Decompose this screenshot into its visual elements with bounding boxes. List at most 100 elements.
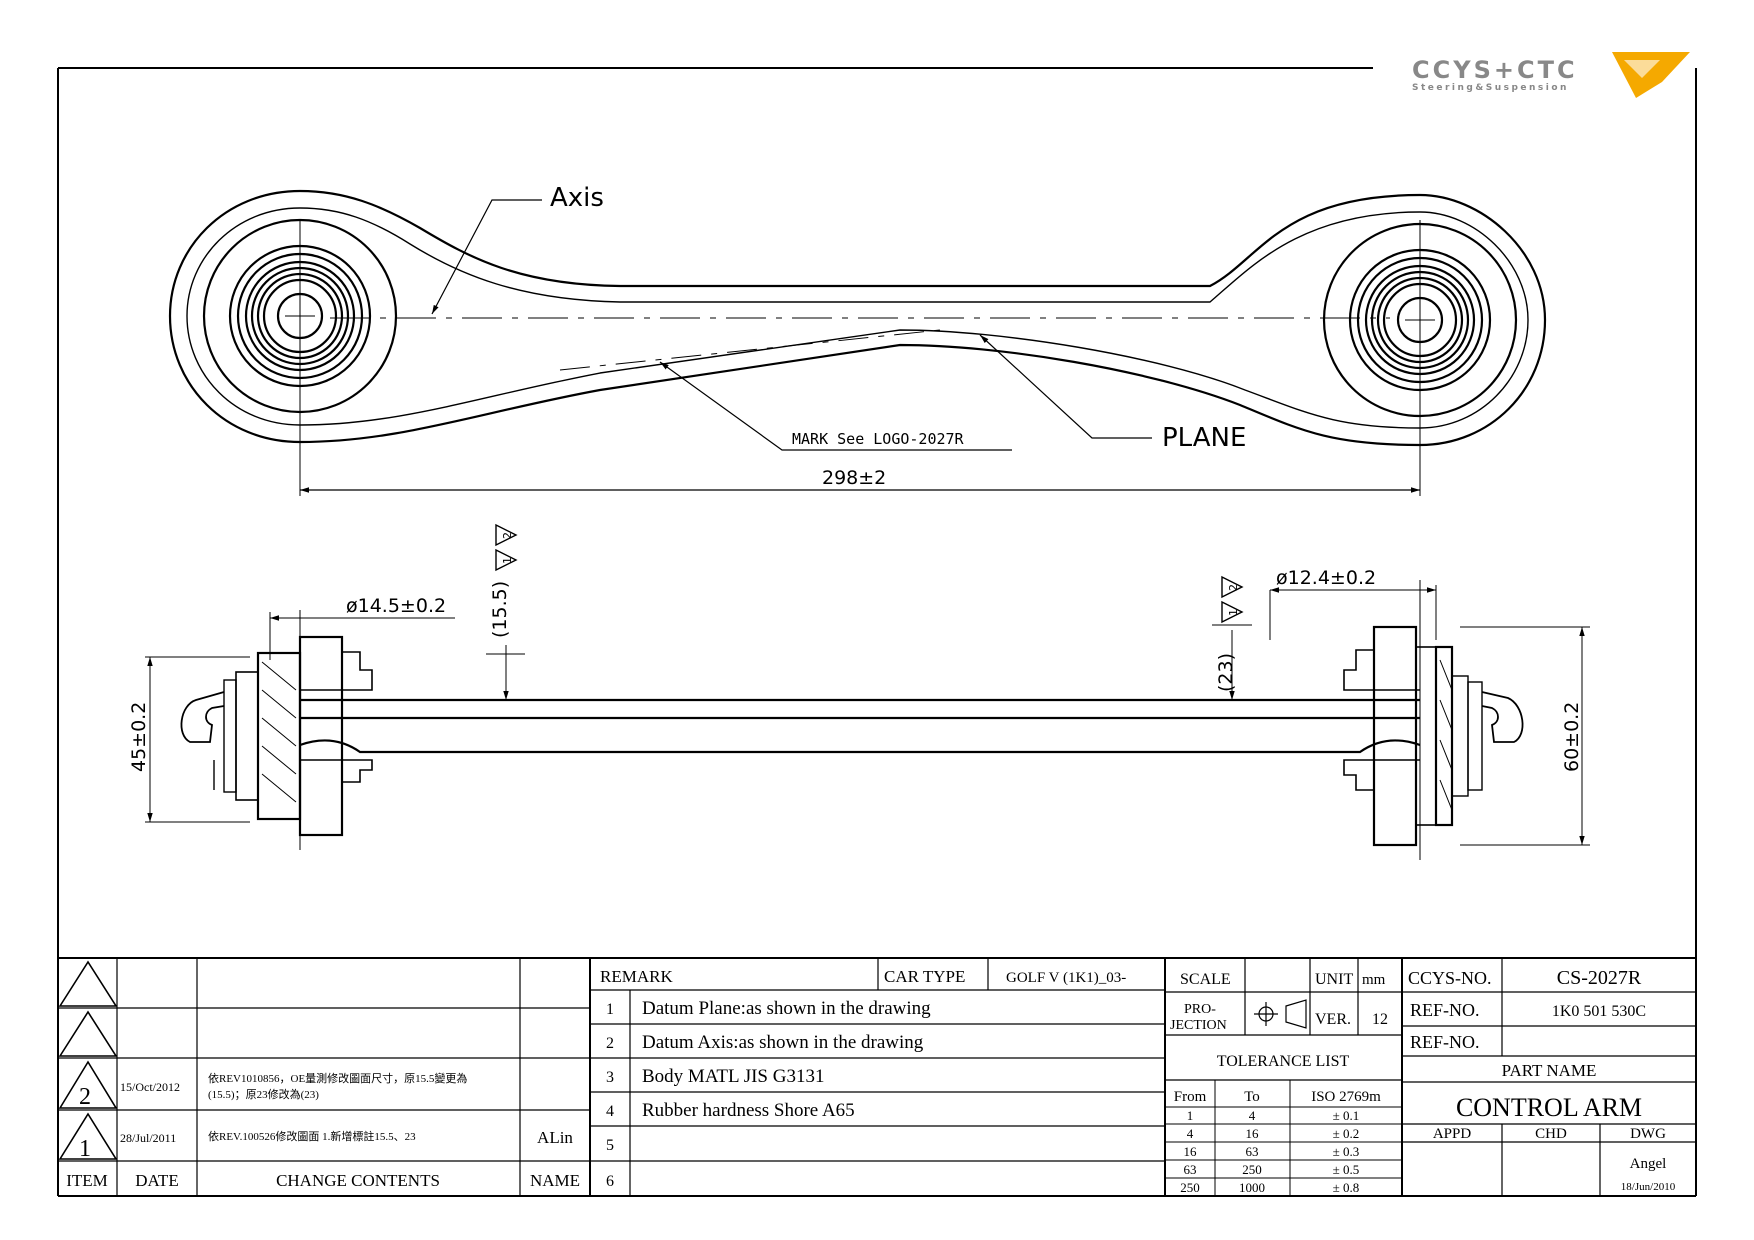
scale-label: SCALE <box>1180 971 1231 988</box>
remark-block: REMARK CAR TYPE GOLF V (1K1)_03- 1 Datum… <box>600 967 1126 1190</box>
projection-label: JECTION <box>1170 1018 1227 1033</box>
tolerance-cell: 63 <box>1246 1144 1259 1159</box>
ref-label: REF-NO. <box>1410 1000 1480 1020</box>
scale-block: SCALE UNIT mm PRO- JECTION VER. 12 TOLER… <box>1170 971 1388 1195</box>
remark-no: 5 <box>606 1137 614 1154</box>
tolerance-header: From <box>1174 1089 1207 1105</box>
revision-item: 2 <box>79 1084 91 1110</box>
revision-triangle-icon <box>58 960 118 1007</box>
tolerance-cell: 250 <box>1180 1180 1200 1195</box>
tolerance-cell: ± 0.3 <box>1333 1144 1360 1159</box>
car-type-label: CAR TYPE <box>884 967 965 986</box>
tolerance-cell: ± 0.1 <box>1333 1108 1360 1123</box>
revision-mark-2: 2 <box>501 532 514 539</box>
left-height-dimension: 45±0.2 <box>128 702 150 772</box>
logo-brand: CCYS+CTC <box>1412 56 1578 84</box>
appd-label: APPD <box>1433 1126 1472 1142</box>
item-header: ITEM <box>66 1171 108 1190</box>
remark-no: 1 <box>606 1001 614 1018</box>
top-view-leaders <box>300 199 1420 493</box>
remark-text: Body MATL JIS G3131 <box>642 1066 824 1087</box>
logo-mark-icon <box>1612 52 1690 98</box>
left-diameter-dimension: ø14.5±0.2 <box>346 595 446 617</box>
ccys-number: CS-2027R <box>1557 967 1642 989</box>
revision-name: ALin <box>537 1128 573 1147</box>
right-height-dimension: 60±0.2 <box>1561 702 1583 772</box>
tolerance-header: ISO 2769m <box>1311 1089 1381 1105</box>
tolerance-cell: 16 <box>1246 1126 1260 1141</box>
tolerance-cell: 4 <box>1249 1108 1256 1123</box>
revision-triangle-icon <box>58 1112 118 1160</box>
side-view <box>180 625 1524 847</box>
unit-value: mm <box>1362 972 1386 988</box>
plane-label: PLANE <box>1162 423 1246 453</box>
revision-triangle-icon <box>495 548 518 572</box>
tolerance-cell: 1000 <box>1239 1180 1265 1195</box>
remark-title: REMARK <box>600 967 673 986</box>
revision-triangle-icon <box>495 523 518 547</box>
revision-contents: (15.5)；原23修改為(23) <box>208 1087 319 1101</box>
right-offset-dimension: (23) <box>1215 653 1237 692</box>
tolerance-cell: 1 <box>1187 1108 1194 1123</box>
revision-triangle-icon <box>1221 600 1244 624</box>
tolerance-header: To <box>1244 1089 1260 1105</box>
title-block-grid <box>58 957 1696 1196</box>
ref-number: 1K0 501 530C <box>1552 1003 1646 1020</box>
remark-text: Datum Plane:as shown in the drawing <box>642 998 931 1019</box>
revision-triangle-icon <box>58 1010 118 1057</box>
projection-label: PRO- <box>1184 1002 1216 1017</box>
revision-triangle-icon <box>58 1060 118 1109</box>
tolerance-title: TOLERANCE LIST <box>1217 1053 1350 1070</box>
revision-triangles <box>58 960 118 1160</box>
remark-no: 3 <box>606 1069 614 1086</box>
date-header: DATE <box>135 1171 178 1190</box>
unit-label: UNIT <box>1315 971 1353 988</box>
tolerance-cell: 250 <box>1242 1162 1262 1177</box>
side-view-revision-marks <box>495 523 1244 624</box>
revision-mark-1: 1 <box>1227 609 1240 616</box>
right-diameter-dimension: ø12.4±0.2 <box>1276 567 1376 589</box>
revision-date: 15/Oct/2012 <box>120 1080 180 1094</box>
axis-label: Axis <box>550 183 604 213</box>
revision-item: 1 <box>79 1136 91 1162</box>
length-dimension: 298±2 <box>822 467 886 489</box>
ver-value: 12 <box>1372 1011 1388 1028</box>
car-type-value: GOLF V (1K1)_03- <box>1006 970 1126 986</box>
tolerance-cell: ± 0.2 <box>1333 1126 1360 1141</box>
remark-text: Datum Axis:as shown in the drawing <box>642 1032 924 1053</box>
revision-table: 2 1 15/Oct/2012 28/Jul/2011 依REV1010856，… <box>66 1071 580 1190</box>
tolerance-cell: 16 <box>1184 1144 1198 1159</box>
revision-mark-2: 2 <box>1227 584 1240 591</box>
left-offset-dimension: (15.5) <box>489 581 511 638</box>
revision-date: 28/Jul/2011 <box>120 1131 176 1145</box>
third-angle-projection-icon <box>1254 999 1307 1029</box>
contents-header: CHANGE CONTENTS <box>276 1171 440 1190</box>
ver-label: VER. <box>1315 1011 1351 1028</box>
remark-text: Rubber hardness Shore A65 <box>642 1100 855 1121</box>
remark-no: 2 <box>606 1035 614 1052</box>
tolerance-cell: 4 <box>1187 1126 1194 1141</box>
revision-contents: 依REV1010856，OE量測修改圖面尺寸，原15.5變更為 <box>208 1071 467 1085</box>
tolerance-cell: 63 <box>1184 1162 1197 1177</box>
drawn-by: Angel <box>1630 1156 1667 1172</box>
revision-mark-1: 1 <box>501 557 514 564</box>
drawing-frame <box>57 67 1697 1197</box>
revision-triangle-icon <box>1221 575 1244 599</box>
tolerance-cell: ± 0.5 <box>1333 1162 1360 1177</box>
drawn-date: 18/Jun/2010 <box>1621 1181 1676 1193</box>
dwg-label: DWG <box>1630 1126 1666 1142</box>
remark-no: 4 <box>606 1103 614 1120</box>
tolerance-cell: ± 0.8 <box>1333 1180 1360 1195</box>
part-name: CONTROL ARM <box>1456 1093 1642 1122</box>
remark-no: 6 <box>606 1173 614 1190</box>
top-view-centerlines <box>285 220 1435 496</box>
ref-label: REF-NO. <box>1410 1032 1480 1052</box>
logo-tagline: Steering&Suspension <box>1412 83 1569 93</box>
revision-contents: 依REV.100526修改圖面 1.新增標註15.5、23 <box>208 1129 416 1143</box>
title-block: CCYS-NO. CS-2027R REF-NO. 1K0 501 530C R… <box>1408 967 1676 1193</box>
part-name-label: PART NAME <box>1502 1061 1597 1080</box>
ccys-label: CCYS-NO. <box>1408 968 1492 988</box>
company-logo: CCYS+CTC Steering&Suspension <box>1412 52 1690 98</box>
mark-label: MARK See LOGO-2027R <box>792 430 965 448</box>
